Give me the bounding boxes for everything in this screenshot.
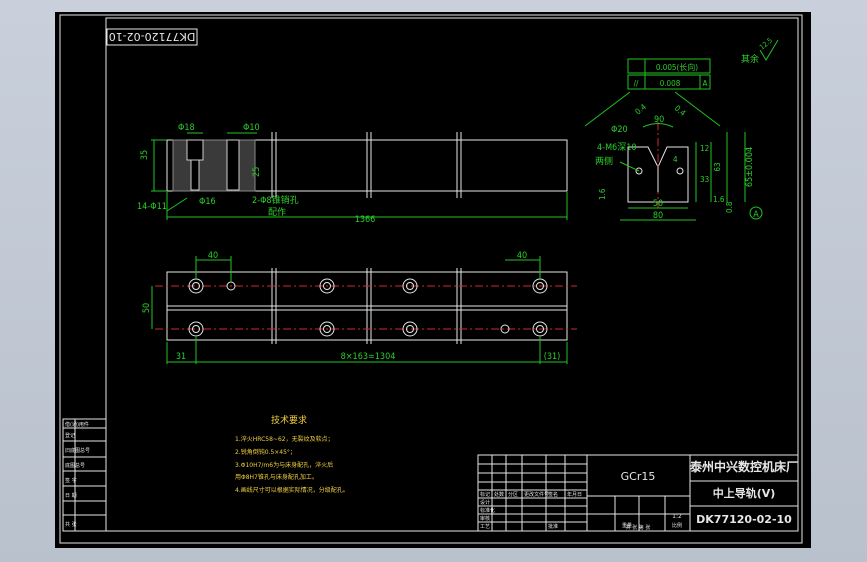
inner-frame — [105, 17, 799, 532]
title-block: 标记 处数 分区 更改文件号 签名 年月日 设计 标准化 审核 工艺 批准 GC… — [477, 454, 799, 532]
svg-text:50: 50 — [653, 199, 663, 209]
technical-requirements: 技术要求 1.淬火HRC58~62，无裂纹及软点； 2.锐角倒钝0.5×45°；… — [235, 414, 349, 494]
svg-text:GCr15: GCr15 — [621, 470, 656, 483]
svg-text:更改文件号: 更改文件号 — [524, 491, 549, 498]
svg-text:共 张: 共 张 — [65, 521, 77, 528]
svg-text:1.淬火HRC58~62，无裂纹及软点；: 1.淬火HRC58~62，无裂纹及软点； — [235, 435, 334, 443]
svg-text:年月日: 年月日 — [567, 491, 582, 498]
svg-text:比例: 比例 — [672, 522, 682, 529]
svg-text:Φ10: Φ10 — [243, 123, 260, 133]
svg-text://: // — [634, 79, 639, 88]
svg-text:登记: 登记 — [65, 432, 75, 439]
rotated-drawing-number: DK77120-02-10 — [106, 28, 198, 46]
svg-text:0.4: 0.4 — [634, 102, 649, 117]
svg-text:中上导轨(V): 中上导轨(V) — [713, 486, 776, 500]
svg-text:3.Φ10H7/m6为与床身配孔，淬火后: 3.Φ10H7/m6为与床身配孔，淬火后 — [235, 461, 333, 469]
svg-text:标记: 标记 — [480, 491, 490, 498]
svg-text:1.6: 1.6 — [713, 195, 725, 204]
svg-text:1:2: 1:2 — [672, 513, 682, 520]
svg-text:A: A — [753, 210, 759, 220]
svg-text:Φ18: Φ18 — [178, 123, 195, 133]
svg-text:工艺: 工艺 — [480, 524, 490, 530]
svg-text:8×163=1304: 8×163=1304 — [341, 352, 396, 362]
svg-text:2-Φ8锥销孔: 2-Φ8锥销孔 — [252, 194, 299, 206]
svg-text:31: 31 — [176, 352, 186, 362]
svg-text:65±0.004: 65±0.004 — [745, 147, 755, 187]
svg-text:63: 63 — [713, 162, 722, 171]
section-view: 90 0.4 0.4 Φ20 4-M6深10 两侧 4 12 33 63 65±… — [584, 36, 779, 221]
svg-text:分区: 分区 — [508, 491, 518, 498]
svg-text:重量: 重量 — [622, 522, 632, 529]
svg-text:日 期: 日 期 — [65, 493, 77, 499]
svg-text:签 字: 签 字 — [65, 477, 77, 484]
svg-text:DK77120-02-10: DK77120-02-10 — [696, 513, 792, 526]
svg-text:4: 4 — [673, 155, 678, 164]
svg-text:Φ16: Φ16 — [199, 197, 216, 207]
svg-text:处数: 处数 — [494, 491, 504, 498]
svg-text:1366: 1366 — [355, 215, 376, 225]
svg-text:技术要求: 技术要求 — [271, 414, 307, 426]
svg-text:两侧: 两侧 — [595, 155, 613, 167]
svg-text:12.5: 12.5 — [758, 36, 774, 51]
svg-text:旧底图总号: 旧底图总号 — [65, 447, 90, 454]
svg-text:4.画线尺寸可以根据实际情况，分级配孔。: 4.画线尺寸可以根据实际情况，分级配孔。 — [235, 486, 349, 494]
svg-text:Φ20: Φ20 — [611, 125, 628, 135]
hole-row-bottom — [188, 321, 548, 337]
svg-text:0.005(长向): 0.005(长向) — [656, 62, 698, 72]
svg-text:0.008: 0.008 — [660, 79, 681, 88]
svg-text:设计: 设计 — [480, 499, 490, 506]
svg-text:配作: 配作 — [268, 206, 286, 218]
svg-text:25: 25 — [252, 167, 262, 177]
svg-text:14-Φ11: 14-Φ11 — [137, 202, 167, 212]
svg-text:40: 40 — [517, 251, 527, 261]
svg-text:90: 90 — [654, 115, 664, 125]
svg-text:标准化: 标准化 — [480, 507, 495, 514]
front-view: 35 Φ18 Φ10 14-Φ11 Φ16 25 2-Φ8锥销孔 配作 1366 — [137, 123, 568, 225]
svg-text:A: A — [703, 79, 708, 88]
svg-text:审核: 审核 — [480, 515, 490, 522]
cad-drawing-sheet: DK77120-02-10 35 Φ18 Φ10 14-Φ11 Φ16 25 2… — [55, 12, 811, 548]
svg-text:2.锐角倒钝0.5×45°；: 2.锐角倒钝0.5×45°； — [235, 448, 296, 456]
svg-text:其余: 其余 — [741, 53, 759, 65]
svg-text:共 张 第 张: 共 张 第 张 — [626, 524, 651, 531]
svg-text:12: 12 — [700, 144, 709, 153]
svg-text:DK77120-02-10: DK77120-02-10 — [109, 30, 196, 43]
outer-border — [59, 14, 803, 544]
svg-text:1.6: 1.6 — [598, 188, 607, 200]
top-view: 40 40 50 31 8×163=1304 (31) — [142, 251, 577, 364]
side-block: 借(通)用件 登记 旧底图总号 底图总号 签 字 日 期 共 张 — [62, 418, 107, 532]
svg-text:80: 80 — [653, 211, 663, 221]
engineering-drawing: DK77120-02-10 35 Φ18 Φ10 14-Φ11 Φ16 25 2… — [59, 14, 803, 544]
svg-text:33: 33 — [700, 175, 709, 184]
svg-text:用Φ8H7锥孔与床身配孔加工。: 用Φ8H7锥孔与床身配孔加工。 — [235, 473, 318, 481]
svg-text:签名: 签名 — [548, 491, 558, 498]
svg-text:借(通)用件: 借(通)用件 — [65, 421, 89, 428]
svg-text:35: 35 — [140, 150, 150, 160]
svg-text:0.8: 0.8 — [725, 201, 734, 213]
svg-text:泰州中兴数控机床厂: 泰州中兴数控机床厂 — [689, 459, 798, 474]
svg-text:(31): (31) — [544, 352, 561, 362]
svg-text:4-M6深10: 4-M6深10 — [597, 142, 637, 153]
svg-text:40: 40 — [208, 251, 218, 261]
svg-text:0.4: 0.4 — [673, 104, 688, 119]
svg-text:50: 50 — [142, 303, 152, 313]
svg-text:批准: 批准 — [548, 523, 558, 530]
svg-text:底图总号: 底图总号 — [65, 462, 85, 469]
